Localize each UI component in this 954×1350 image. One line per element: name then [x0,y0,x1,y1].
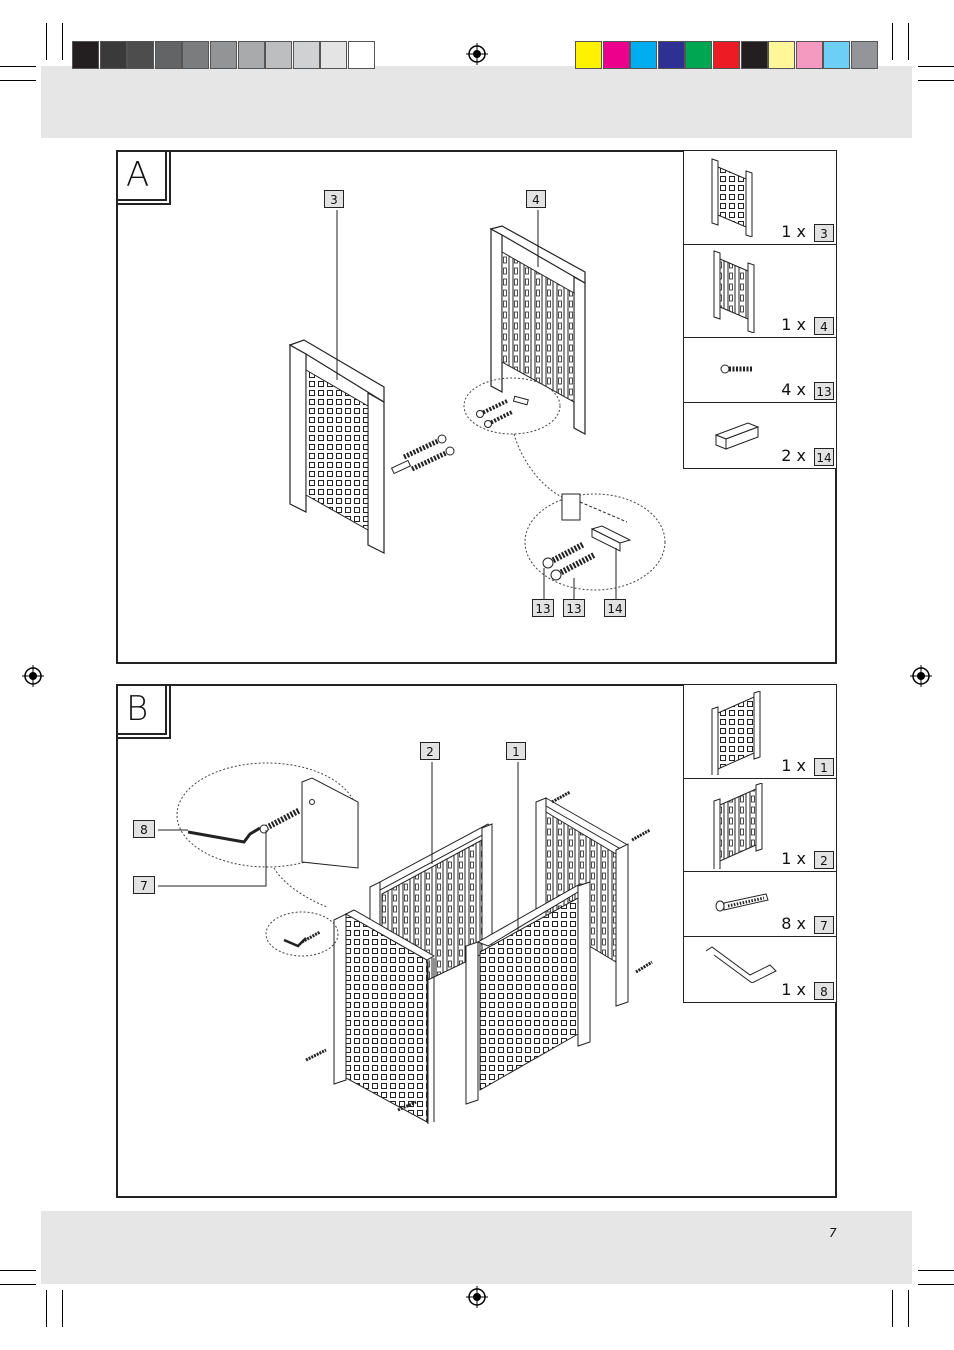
color-swatch [320,41,348,69]
bolt-icon [715,893,769,912]
lattice-panel-1 [465,881,591,1105]
parts-item: 4 x 13 [684,338,836,403]
color-swatch [127,41,155,69]
step-b-parts-list: 1 x 1 1 x 2 8 x 7 1 x 8 [683,684,837,1003]
screw-icon [720,364,752,374]
color-swatch [210,41,237,69]
parts-qty: 1 x [781,756,806,775]
lattice-panel-front-left [333,909,436,1124]
parts-item: 1 x 8 [684,937,836,1002]
color-swatch [154,41,182,69]
registration-mark-icon [466,43,488,65]
color-swatch [795,41,823,69]
parts-item: 1 x 2 [684,779,836,872]
step-b-label-box: B [116,684,167,735]
parts-item: 8 x 7 [684,872,836,937]
parts-qty: 2 x [781,446,806,465]
color-swatch [348,41,375,69]
step-a-panel: A [116,150,837,664]
parts-number: 4 [814,317,834,335]
color-swatch [657,41,685,69]
lattice-panel-icon [711,691,761,775]
step-a-illustration [288,210,666,600]
screws-detail-small [476,395,529,428]
step-b-panel: B [116,684,837,1198]
step-a-letter: A [126,155,150,195]
parts-qty: 1 x [781,222,806,241]
color-swatch [265,41,293,69]
step-a-label-box: A [116,150,167,201]
color-swatch [575,41,602,69]
callout-part-2: 2 [420,742,440,760]
step-b-illustration [158,762,653,1124]
slat-panel-icon [713,250,755,333]
parts-qty: 1 x [781,315,806,334]
callout-part-13a: 13 [532,599,554,617]
callout-part-4: 4 [526,190,546,208]
screws-panel-3 [390,434,455,475]
color-swatch [740,41,768,69]
parts-number: 8 [814,982,834,1000]
color-swatch [713,41,740,69]
parts-item: 1 x 1 [684,685,836,779]
registration-mark-icon [910,665,932,687]
parts-item: 1 x 3 [684,151,836,245]
callout-part-8: 8 [133,820,155,838]
detail-bolt-and-key [187,807,302,844]
color-swatch [237,41,265,69]
parts-qty: 4 x [781,380,806,399]
color-swatch [823,41,851,69]
slat-panel-4 [489,225,586,436]
page-number: 7 [829,1226,837,1240]
wood-block-icon [714,422,760,450]
callout-part-7: 7 [133,876,155,894]
color-swatch [72,41,99,69]
header-band [41,66,912,138]
parts-item: 2 x 14 [684,403,836,468]
parts-qty: 1 x [781,980,806,999]
color-swatch [99,41,127,69]
color-swatch [630,41,658,69]
parts-number: 2 [814,851,834,869]
callout-part-1: 1 [506,742,526,760]
registration-mark-icon [466,1286,488,1308]
parts-number: 3 [814,224,834,242]
parts-number: 7 [814,916,834,934]
callout-part-13b: 13 [563,599,585,617]
allen-key-icon [705,946,777,983]
parts-qty: 1 x [781,849,806,868]
step-box-corner [118,152,171,205]
block-detail [542,493,632,581]
parts-qty: 8 x [781,914,806,933]
callout-part-3: 3 [324,190,344,208]
color-swatch [851,41,878,69]
step-a-parts-list: 1 x 3 1 x 4 4 x 13 2 x 14 [683,150,837,469]
lattice-panel-icon [711,158,753,237]
registration-mark-icon [22,665,44,687]
parts-number: 13 [814,382,834,400]
parts-item: 1 x 4 [684,245,836,338]
parts-number: 1 [814,758,834,776]
parts-number: 14 [814,448,834,466]
color-swatch [768,41,796,69]
color-swatch [685,41,713,69]
color-swatch [292,41,320,69]
footer-band [41,1211,912,1284]
step-box-corner [118,686,171,739]
callout-part-14: 14 [604,599,626,617]
slat-panel-icon [713,783,763,869]
color-swatch [602,41,630,69]
step-b-letter: B [126,689,149,729]
color-swatch [182,41,210,69]
